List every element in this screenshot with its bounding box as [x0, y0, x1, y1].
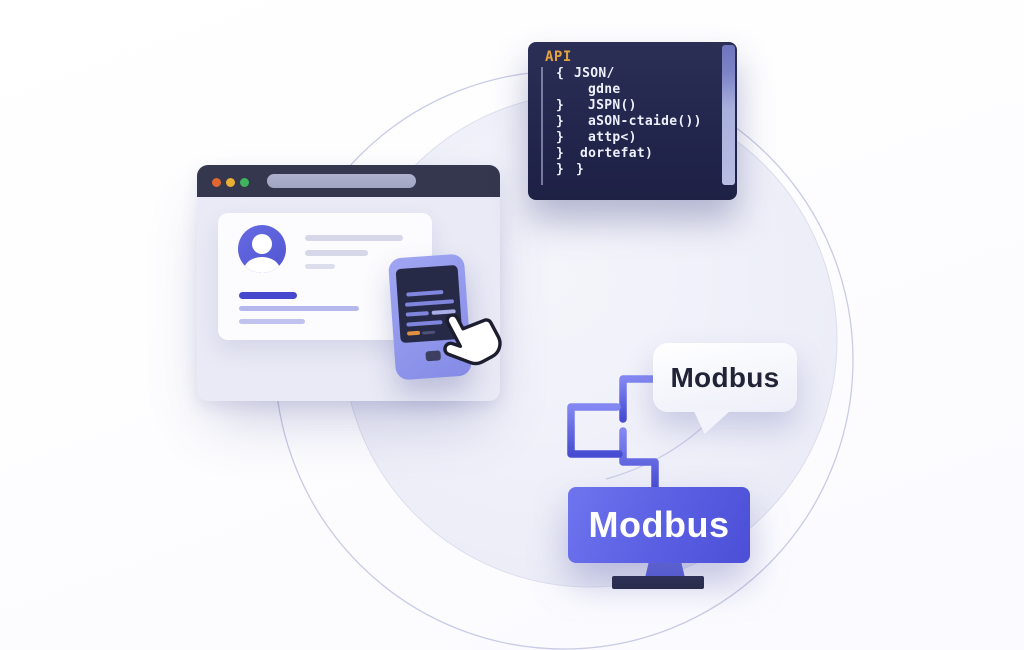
- user-avatar-icon: [238, 225, 286, 273]
- modbus-monitor: Modbus: [568, 487, 750, 563]
- connector-square-segment: [567, 403, 623, 458]
- code-line: }}: [556, 162, 585, 177]
- screen-line: [421, 330, 436, 335]
- code-lines: {JSON/ gdne }JSPN() }aSON-ctaide()) }att…: [556, 66, 719, 178]
- code-line: }JSPN(): [556, 98, 637, 113]
- browser-titlebar: [197, 165, 500, 197]
- address-bar: [267, 174, 416, 188]
- speech-bubble-label: Modbus: [670, 361, 780, 393]
- code-line: gdne: [588, 82, 621, 97]
- text-placeholder-line: [305, 250, 368, 256]
- screen-line: [405, 311, 429, 317]
- window-minimize-icon: [226, 178, 235, 187]
- code-line: }dortefat): [556, 146, 654, 161]
- text-placeholder-line: [239, 306, 359, 311]
- monitor-label: Modbus: [588, 504, 730, 545]
- code-line: {JSON/: [556, 66, 615, 81]
- hand-pointer-icon: [443, 313, 502, 366]
- code-line: }attp<): [556, 130, 637, 145]
- text-placeholder-line: [305, 235, 403, 241]
- connector-mid-segment: [619, 427, 659, 493]
- connector-top-segment: [619, 375, 656, 423]
- screen-line-accent: [406, 330, 421, 336]
- code-editor-panel: API {JSON/ gdne }JSPN() }aSON-ctaide()) …: [528, 42, 737, 200]
- monitor-base: [612, 576, 704, 589]
- heading-placeholder-line: [239, 292, 297, 299]
- window-close-icon: [212, 178, 221, 187]
- screen-line: [406, 290, 444, 297]
- speech-bubble: Modbus: [653, 343, 797, 412]
- connector-lines: [567, 375, 659, 493]
- monitor-stand: [645, 561, 685, 578]
- indent-guide-line: [541, 67, 543, 185]
- window-maximize-icon: [240, 178, 249, 187]
- scrollbar: [722, 45, 735, 185]
- text-placeholder-line: [239, 319, 305, 324]
- code-panel-title: API: [545, 49, 572, 65]
- code-line: }aSON-ctaide()): [556, 114, 702, 129]
- text-placeholder-line: [305, 264, 335, 269]
